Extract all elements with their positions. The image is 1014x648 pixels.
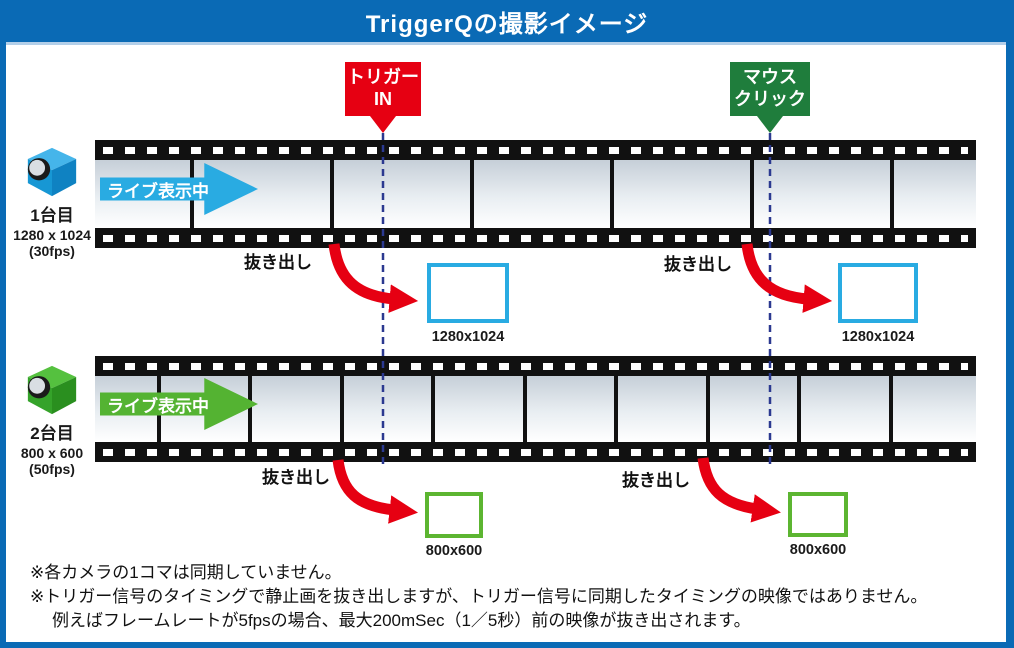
camera-1-resolution: 1280 x 1024: [13, 227, 91, 243]
extraction-arrow-4: [697, 457, 781, 523]
sprocket-holes: [103, 363, 968, 370]
extraction-label-3: 抜き出し: [262, 468, 330, 487]
camera-2-fps: (50fps): [29, 461, 75, 477]
frame-divider: [797, 376, 801, 442]
camera-2-resolution: 800 x 600: [20, 445, 84, 461]
output-frame-1: [427, 263, 509, 323]
trigger-in-line1: トリガー: [347, 67, 419, 88]
mouse-click-line1: マウス: [743, 67, 797, 88]
frame-divider: [340, 376, 344, 442]
footnote-3: 例えばフレームレートが5fpsの場合、最大200mSec（1／5秒）前の映像が抜…: [52, 611, 751, 630]
output-size-1: 1280x1024: [431, 329, 505, 345]
camera-2-name: 2台目: [30, 424, 74, 443]
mouse-click-marker: マウス クリック: [730, 62, 810, 133]
live-view-label: ライブ表示中: [107, 396, 209, 416]
extraction-arrow-3: [332, 459, 419, 524]
page-border-bottom: [0, 642, 1014, 648]
extraction-label-4: 抜き出し: [622, 471, 690, 490]
sprocket-bar: [95, 356, 976, 376]
mouse-click-line2: クリック: [734, 89, 806, 109]
camera-1-fps: (30fps): [29, 243, 75, 259]
camera-1-icon: [27, 147, 77, 197]
sprocket-bar: [95, 442, 976, 462]
output-frame-2: [838, 263, 918, 323]
trigger-in-marker: トリガー IN: [345, 62, 421, 133]
sprocket-bar: [95, 228, 976, 248]
frame-divider: [470, 160, 474, 228]
page-border-right: [1006, 42, 1014, 648]
frame-divider: [706, 376, 710, 442]
output-size-2: 1280x1024: [841, 329, 915, 345]
frame-divider: [431, 376, 435, 442]
extraction-arrow-2: [741, 243, 833, 313]
frame-divider: [614, 376, 618, 442]
output-frame-4: [788, 492, 848, 537]
trigger-in-line2: IN: [374, 89, 392, 109]
footnote-2: ※トリガー信号のタイミングで静止画を抜き出しますが、トリガー信号に同期したタイミ…: [30, 587, 928, 606]
output-size-4: 800x600: [789, 542, 847, 558]
frame-divider: [889, 376, 893, 442]
frame-divider: [523, 376, 527, 442]
camera-1-block: 1台目 1280 x 1024 (30fps): [0, 146, 104, 259]
trigger-in-pointer: [370, 116, 396, 133]
title-separator: [0, 42, 1014, 45]
mouse-click-pointer: [757, 116, 783, 133]
output-frame-3: [425, 492, 483, 538]
title-bar: TriggerQの撮影イメージ: [0, 0, 1014, 42]
sprocket-holes: [103, 449, 968, 456]
frame-divider: [248, 376, 252, 442]
live-view-label: ライブ表示中: [107, 181, 209, 201]
frame-divider: [330, 160, 334, 228]
extraction-arrow-1: [328, 243, 419, 313]
page-border-left: [0, 42, 6, 648]
frame-divider: [890, 160, 894, 228]
footnote-1: ※各カメラの1コマは同期していません。: [30, 563, 342, 582]
camera-1-name: 1台目: [30, 206, 74, 225]
extraction-label-2: 抜き出し: [664, 255, 732, 274]
page-title: TriggerQの撮影イメージ: [365, 10, 649, 38]
output-size-3: 800x600: [425, 543, 483, 559]
sprocket-bar: [95, 140, 976, 160]
sprocket-holes: [103, 147, 968, 154]
frame-divider: [610, 160, 614, 228]
extraction-label-1: 抜き出し: [244, 253, 312, 272]
footnotes: ※各カメラの1コマは同期していません。 ※トリガー信号のタイミングで静止画を抜き…: [30, 561, 990, 633]
frame-divider: [750, 160, 754, 228]
camera-2-icon: [27, 365, 77, 415]
sprocket-holes: [103, 235, 968, 242]
camera-2-block: 2台目 800 x 600 (50fps): [0, 364, 104, 477]
